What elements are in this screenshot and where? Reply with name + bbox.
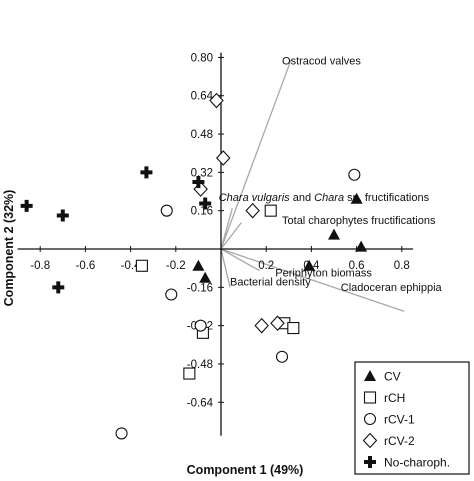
point-cv [328, 228, 340, 240]
y-axis-title: Component 2 (32%) [2, 190, 16, 307]
point-rcv-1 [160, 204, 173, 217]
point-cv [350, 192, 363, 204]
x-tick-label: 0.8 [394, 260, 410, 272]
vector-label-0: Ostracod valves [282, 56, 361, 68]
vector-label-part: Chara [314, 192, 344, 204]
legend-label-cv: CV [384, 370, 401, 384]
y-tick-label: -0.16 [187, 282, 213, 294]
data-points [20, 92, 368, 440]
loading-vector-5 [220, 248, 405, 312]
loading-vector-1 [220, 208, 233, 250]
loading-vector-2 [220, 222, 242, 250]
point-no-charoph [52, 281, 65, 294]
y-tick-label: 0.48 [191, 129, 213, 141]
x-tick-label: -0.8 [30, 260, 50, 272]
x-tick-label: 0.6 [349, 260, 365, 272]
vector-label-4: Bacterial density [230, 276, 311, 288]
point-rcv-2 [209, 92, 224, 109]
vector-label-3: Periphyton biomass [275, 268, 372, 280]
vector-label-2: Total charophytes fructifications [282, 215, 436, 227]
legend-label-rcv-2: rCV-2 [384, 434, 415, 448]
point-rcv-2 [270, 315, 285, 332]
point-no-charoph [140, 166, 153, 179]
x-tick-label: 0.2 [258, 260, 274, 272]
legend-marker-no-charoph [364, 456, 376, 468]
point-no-charoph [192, 175, 205, 188]
point-rcv-2 [245, 202, 260, 219]
legend-marker-rcv-2 [362, 432, 378, 449]
loading-vectors [220, 59, 405, 312]
point-cv [303, 259, 316, 271]
point-rch [264, 204, 277, 217]
legend-label-rch: rCH [384, 391, 405, 405]
y-tick-label: 0.32 [191, 167, 213, 179]
point-no-charoph [199, 197, 212, 210]
point-rcv-1 [275, 350, 289, 363]
y-tick-label: 0.80 [191, 52, 213, 64]
x-axis-title: Component 1 (49%) [187, 463, 304, 477]
x-tick-label: -0.2 [166, 260, 186, 272]
legend-items: CV rCH rCV-1 rCV-2No-charoph. [362, 370, 450, 470]
point-rcv-1 [194, 319, 207, 332]
vector-label-part: Chara vulgaris [219, 192, 290, 204]
point-no-charoph [56, 209, 69, 222]
x-tick-label: -0.6 [75, 260, 95, 272]
vector-label-part: sp. fructifications [344, 192, 429, 204]
legend: CV rCH rCV-1 rCV-2No-charoph. [354, 361, 470, 475]
point-cv [355, 240, 368, 252]
loading-vector-3 [220, 248, 260, 272]
vector-label-1: Chara vulgaris and Chara sp. fructificat… [219, 192, 430, 204]
vector-label-5: Cladoceran ephippia [341, 282, 443, 294]
point-cv [192, 259, 205, 271]
point-rcv-2 [254, 317, 269, 334]
point-rch [135, 259, 148, 272]
legend-label-rcv-1: rCV-1 [384, 413, 415, 427]
y-tick-label: -0.64 [187, 397, 214, 409]
point-rcv-1 [348, 168, 361, 181]
point-cv [199, 271, 212, 283]
point-rch [287, 321, 300, 335]
tick-labels: -0.8-0.6-0.4-0.20.20.40.60.80.800.640.48… [30, 52, 410, 409]
point-rcv-2 [193, 181, 208, 197]
legend-marker-cv [364, 370, 376, 381]
point-rcv-2 [216, 150, 231, 166]
point-rch [183, 367, 196, 380]
loading-vector-4 [220, 248, 231, 288]
legend-label-no-charoph: No-charoph. [384, 456, 450, 470]
y-tick-label: 0.64 [191, 91, 214, 103]
point-rcv-1 [115, 427, 128, 440]
y-tick-label: 0.16 [191, 206, 213, 218]
vector-label-part: and [290, 192, 314, 204]
point-no-charoph [20, 199, 33, 212]
loading-vector-0 [220, 59, 292, 250]
legend-marker-rcv-1 [363, 412, 377, 426]
point-rcv-1 [165, 288, 178, 301]
axes [17, 52, 414, 436]
legend-marker-rch [363, 391, 377, 404]
